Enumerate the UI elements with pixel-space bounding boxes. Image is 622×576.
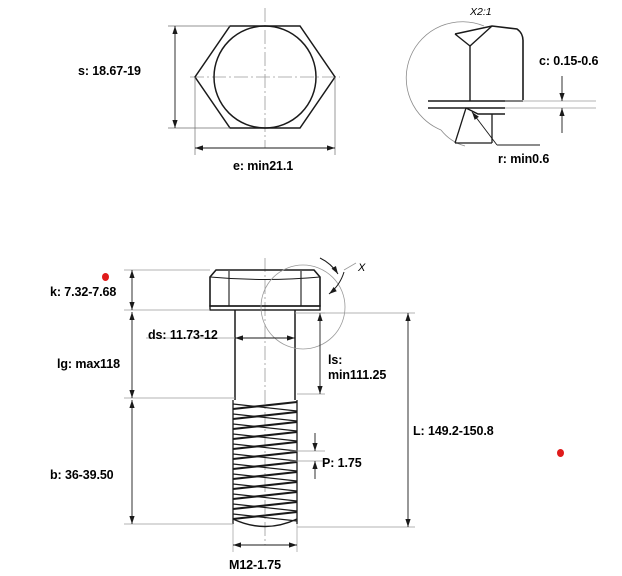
dimension-label-r: r: min0.6 (498, 152, 550, 166)
thread-crest-lines (232, 403, 298, 522)
detail-fillet-radius (465, 107, 505, 115)
detail-boundary-circle (405, 21, 485, 131)
left-dimension-extension-lines (124, 269, 235, 525)
dimension-ls-extensions (295, 312, 325, 395)
bolt-thread (232, 400, 298, 528)
dimension-label-s: s: 18.67-19 (78, 64, 141, 78)
thread-chamfered-end (232, 518, 298, 528)
detail-callout-leader (343, 262, 357, 271)
dimension-P-extensions (290, 450, 325, 462)
head-chamfer-circle (213, 25, 317, 129)
dimension-label-e: e: min21.1 (233, 159, 294, 173)
hex-head-top-view (168, 8, 340, 155)
hex-head-side (209, 269, 321, 311)
dimension-label-c: c: 0.15-0.6 (539, 54, 599, 68)
detail-view-tag: X2:1 (470, 6, 492, 18)
dimension-label-ls: ls: min111.25 (328, 353, 408, 383)
dimension-e (194, 77, 336, 155)
dimension-label-lg: lg: max118 (57, 357, 120, 371)
bolt-side-view (124, 257, 415, 552)
detail-callout-label: X (358, 262, 366, 274)
dimension-label-ls-line2: min111.25 (328, 367, 387, 382)
dimension-label-L: L: 149.2-150.8 (413, 424, 494, 438)
annotation-marker-2 (557, 449, 564, 457)
detail-callout-arrows (319, 257, 345, 295)
head-bearing-face (209, 305, 321, 311)
dimension-c-extensions (505, 100, 596, 109)
detail-callout-circle (260, 264, 346, 350)
dimension-label-ds: ds: 11.73-12 (148, 328, 218, 342)
annotation-marker-1 (102, 273, 109, 281)
head-corner-detail-view (405, 21, 596, 147)
dimension-L-extensions (297, 312, 415, 528)
top-view-centerlines (190, 8, 340, 148)
dimension-label-ls-line1: ls: (328, 353, 343, 367)
detail-head-crown (454, 25, 524, 100)
dimension-s (168, 25, 230, 129)
dimension-label-k: k: 7.32-7.68 (50, 285, 117, 299)
dimension-label-P: P: 1.75 (322, 456, 362, 470)
head-chamfer-arc (209, 276, 321, 280)
detail-shank-flank (454, 107, 467, 144)
dimension-r-leader (471, 111, 540, 146)
dimension-label-thread: M12-1.75 (229, 558, 282, 572)
detail-boundary-circle-lower (440, 129, 466, 147)
thread-root-lines (232, 400, 298, 521)
detail-chamfer-right (469, 25, 493, 47)
dimension-label-b: b: 36-39.50 (50, 468, 114, 482)
bolt-shank (234, 310, 296, 400)
detail-chamfer-left (454, 33, 471, 47)
